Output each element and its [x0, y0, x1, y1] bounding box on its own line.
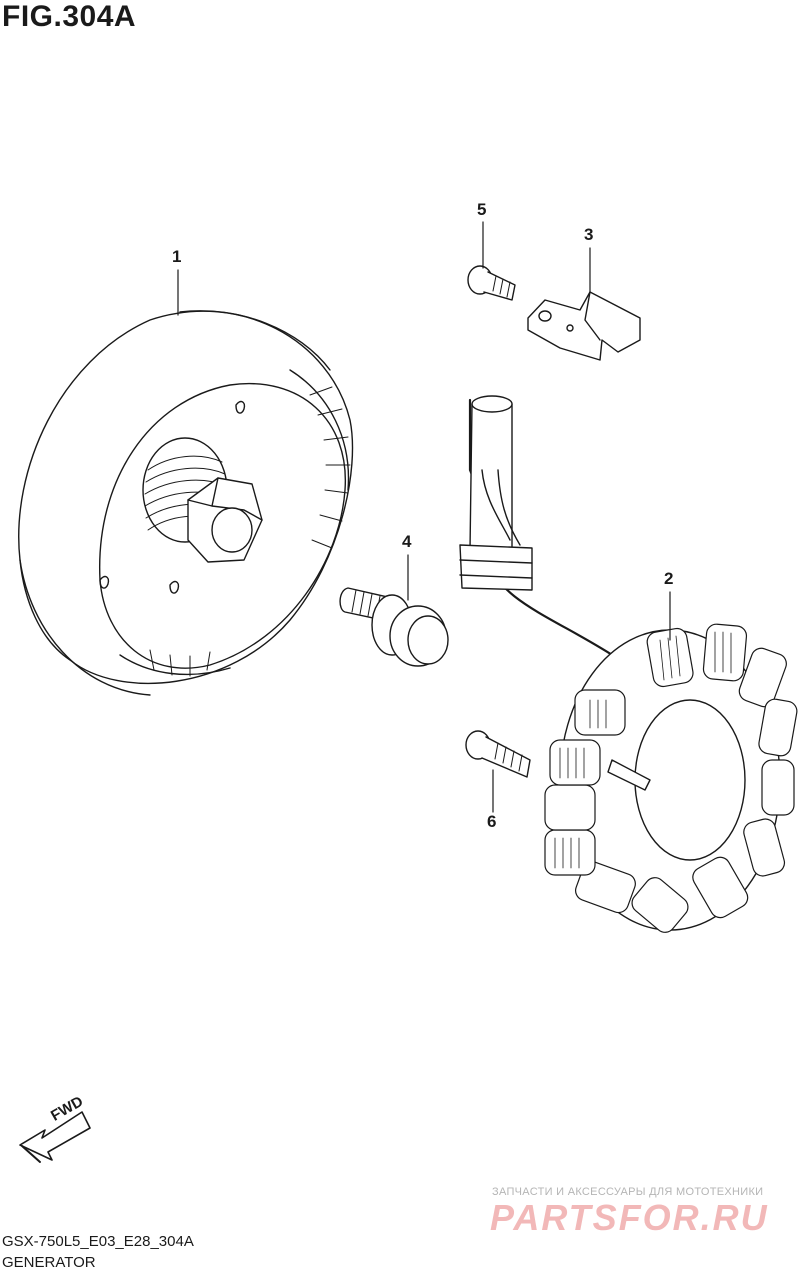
- callout-3: 3: [584, 225, 594, 244]
- watermark-brand: PARTSFOR.RU: [490, 1197, 769, 1238]
- rotor-bolt-drawing: [339, 587, 449, 667]
- callout-6: 6: [487, 812, 497, 831]
- model-code: GSX-750L5_E03_E28_304A: [2, 1233, 194, 1250]
- callout-2: 2: [664, 569, 674, 588]
- callout-5: 5: [477, 200, 487, 219]
- leader-lines: [177, 221, 671, 813]
- watermark-tagline: ЗАПЧАСТИ И АКСЕССУАРЫ ДЛЯ МОТОТЕХНИКИ: [492, 1186, 764, 1198]
- rotor-drawing: [18, 310, 354, 696]
- figure-title: FIG.304A: [2, 0, 137, 33]
- section-name: GENERATOR: [2, 1254, 96, 1271]
- stator-drawing: [459, 395, 798, 933]
- callout-4: 4: [402, 532, 412, 551]
- clamp-screw-drawing: [467, 265, 516, 301]
- fwd-arrow-icon: [19, 1111, 91, 1163]
- callout-1: 1: [172, 247, 182, 266]
- stator-screw-drawing: [465, 730, 531, 778]
- clamp-drawing: [527, 291, 641, 361]
